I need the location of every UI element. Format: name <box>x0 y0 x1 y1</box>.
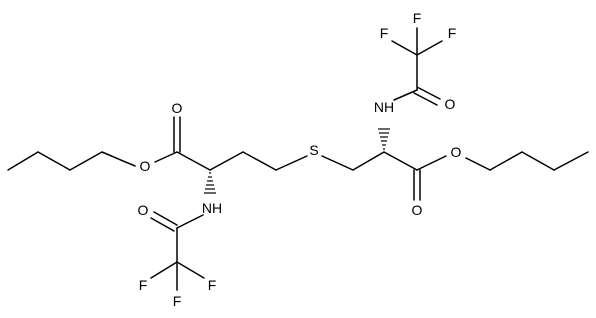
bond <box>176 151 211 171</box>
bond <box>391 40 418 56</box>
bond <box>37 151 71 171</box>
atom-labels: O O NH O F F F S NH O F F F O O <box>138 10 462 309</box>
bond <box>69 151 103 171</box>
bond <box>153 211 178 226</box>
bond <box>521 151 555 171</box>
atom-f-left-2: F <box>208 277 217 293</box>
atom-f-right-1: F <box>380 25 389 41</box>
bond <box>416 40 443 56</box>
bond <box>176 214 204 229</box>
bond <box>150 261 178 279</box>
atom-o-ester-right: O <box>451 144 462 160</box>
bond <box>321 155 354 171</box>
bond <box>489 151 523 171</box>
stereo-hash-right <box>378 128 390 150</box>
bond <box>176 261 205 279</box>
bond <box>393 89 418 101</box>
bond <box>154 151 178 163</box>
bond <box>101 151 136 167</box>
atom-s: S <box>309 142 318 158</box>
bond <box>416 86 441 100</box>
atom-nh-left: NH <box>202 200 222 216</box>
atom-nh-right: NH <box>374 99 394 115</box>
atom-o-amide-left: O <box>138 202 149 218</box>
bond <box>7 151 39 171</box>
atom-o-carbonyl-left: O <box>172 100 183 116</box>
atom-o-amide-right: O <box>445 96 456 112</box>
bond <box>352 151 385 171</box>
bond <box>150 217 175 232</box>
bond <box>416 155 447 171</box>
atom-f-left-3: F <box>173 293 182 309</box>
atom-f-right-3: F <box>413 10 422 26</box>
bond <box>242 151 277 171</box>
atom-f-right-2: F <box>448 25 457 41</box>
bonds <box>7 27 589 291</box>
stereo-hash-left <box>204 172 216 194</box>
atom-o-carbonyl-right: O <box>412 202 423 218</box>
bond <box>383 151 418 171</box>
atom-f-left-1: F <box>139 277 148 293</box>
atom-o-ester-left: O <box>140 158 151 174</box>
bond <box>553 151 589 171</box>
bond <box>465 157 491 171</box>
bond <box>275 155 308 171</box>
bond <box>209 151 244 171</box>
bond <box>413 92 438 106</box>
